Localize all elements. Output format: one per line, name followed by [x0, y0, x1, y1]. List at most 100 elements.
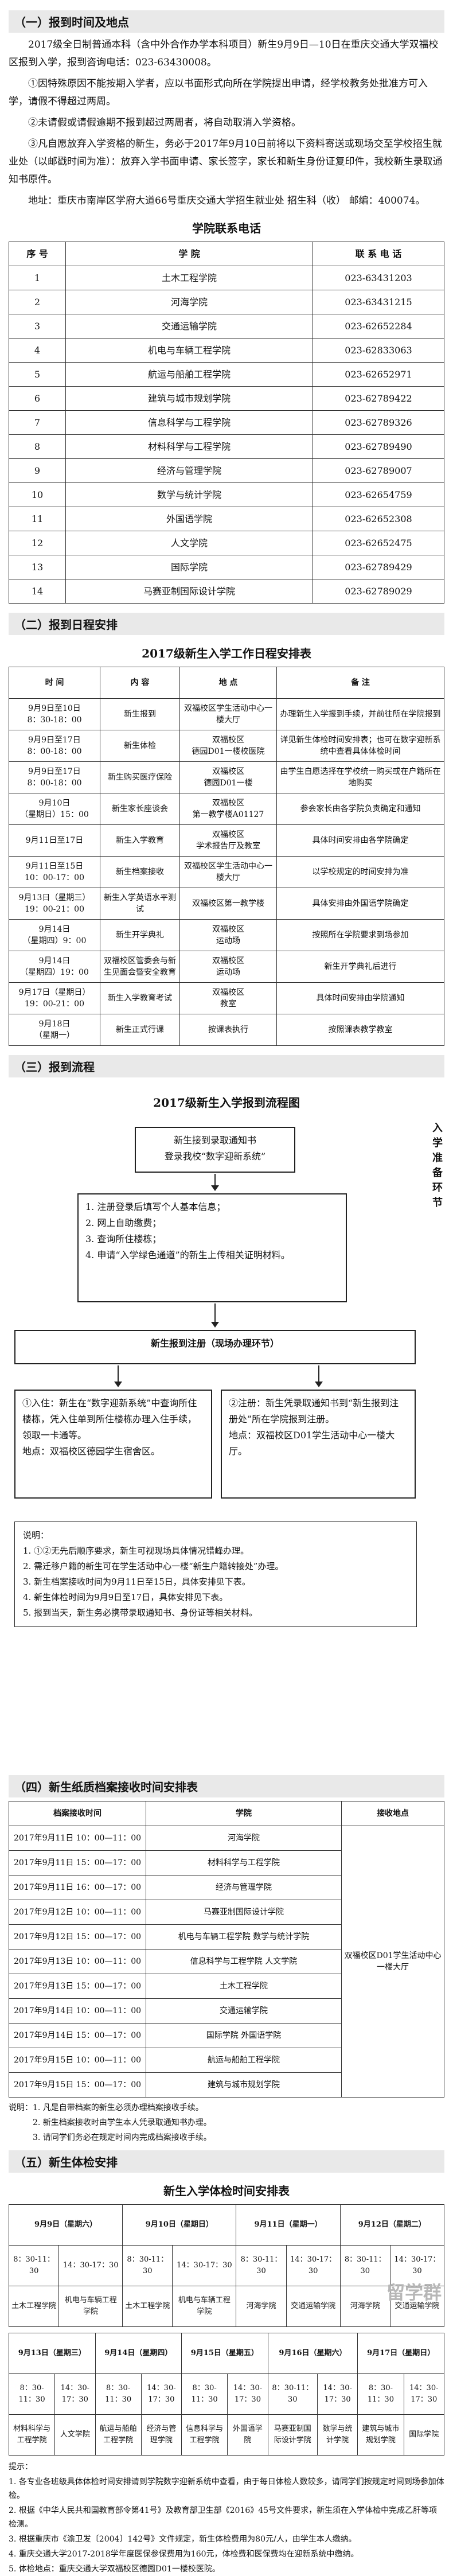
table-cell: 023-62652284	[313, 314, 444, 338]
table-cell: 14	[9, 579, 66, 604]
table-cell: 11	[9, 507, 66, 531]
table-header: 档案接收时间	[9, 1801, 146, 1826]
flow-box-notice: 新生接到录取通知书 登录我校“数字迎新系统”	[135, 1127, 295, 1173]
flowchart: 2017级新生入学报到流程图 新生接到录取通知书 登录我校“数字迎新系统” 1.…	[9, 1081, 444, 1769]
table-cell: 2017年9月13日 10：00—11：00	[9, 1949, 146, 1974]
table-cell: 新生正式行课	[100, 1014, 180, 1046]
exam-cell: 数学与统计学院	[317, 2415, 357, 2456]
section-title-process: （三）报到流程	[9, 1055, 444, 1077]
table-cell: 新生购买医疗保险	[100, 762, 180, 793]
table-header: 接收地点	[342, 1801, 444, 1826]
table-cell: 双福校区 学术报告厅及教室	[180, 825, 277, 857]
exam-time: 14：30-17：30	[141, 2374, 181, 2415]
table-cell: 马赛亚制国际设计学院	[66, 579, 313, 604]
exam-table-1: 9月9日（星期六）9月10日（星期日）9月11日（星期一）9月12日（星期二） …	[9, 2204, 444, 2327]
exam-time: 14：30-17：30	[55, 2374, 95, 2415]
exam-note: 4. 重庆交通大学2017-2018学年度医保参保费用为160元，体检费和医保费…	[9, 2547, 444, 2561]
archive-note: 2. 新生档案接收时由学生本人凭录取通知书办理。	[9, 2116, 444, 2130]
exam-note: 2. 根据《中华人民共和国教育部令第41号》及教育部卫生部《2016》45号文件…	[9, 2504, 444, 2531]
table-cell: 双福校区 第一教学楼A01127	[180, 793, 277, 825]
section-title-archive: （四）新生纸质档案接收时间安排表	[9, 1775, 444, 1797]
table-cell: 双福校区学生活动中心一楼大厅	[180, 857, 277, 888]
table-header: 地 点	[180, 667, 277, 699]
table-header: 联 系 电 话	[313, 242, 444, 266]
exam-cell: 河海学院	[340, 2286, 390, 2327]
flow-arrow	[214, 1174, 216, 1186]
table-cell: 双福校区 德园D01一楼校医院	[180, 730, 277, 762]
table-cell: 经济与管理学院	[146, 1875, 342, 1900]
table-cell: 建筑与城市规划学院	[66, 387, 313, 411]
table-header: 时 间	[9, 667, 100, 699]
table-cell: 新生入学英语水平测试	[100, 888, 180, 920]
table-cell: 2017年9月14日 10：00—11：00	[9, 1999, 146, 2024]
paragraph: 2017级全日制普通本科（含中外合作办学本科项目）新生9月9日—10日在重庆交通…	[9, 36, 444, 72]
table-cell: 023-62652308	[313, 507, 444, 531]
table-cell: 9月13日（星期三） 19：00-21：00	[9, 888, 100, 920]
table-cell: 材料科学与工程学院	[146, 1851, 342, 1875]
table-cell: 双福校区D01学生活动中心一楼大厅	[342, 1826, 444, 2098]
table-cell: 具体安排由外国语学院确定	[277, 888, 444, 920]
table-cell: 023-62789422	[313, 387, 444, 411]
table-cell: 双福校区 运动场	[180, 920, 277, 951]
table-header: 学院	[146, 1801, 342, 1826]
table-cell: 2017年9月15日 15：00—17：00	[9, 2073, 146, 2098]
table-header: 学 院	[66, 242, 313, 266]
table-cell: 9月9日至17日 8：00-18：00	[9, 762, 100, 793]
exam-date: 9月11日（星期一）	[236, 2205, 340, 2246]
table-cell: 023-62789326	[313, 411, 444, 435]
table-cell: 交通运输学院	[146, 1999, 342, 2024]
table-cell: 建筑与城市规划学院	[146, 2073, 342, 2098]
flow-notes: 说明： 1. ①②无先后顺序要求，新生可视现场具体情况错峰办理。 2. 需迁移户…	[14, 1522, 417, 1627]
exam-table-2: 9月13日（星期三）9月14日（星期四）9月15日（星期五）9月16日（星期六）…	[9, 2333, 444, 2456]
table-cell: 双福校区学生活动中心一楼大厅	[180, 699, 277, 730]
flow-arrow	[214, 1303, 216, 1323]
table-cell: 5	[9, 363, 66, 387]
table-cell: 2017年9月12日 15：00—17：00	[9, 1925, 146, 1949]
table-cell: 9月9日至10日 8：30-18：00	[9, 699, 100, 730]
table-cell: 2017年9月13日 15：00—17：00	[9, 1974, 146, 1999]
exam-time: 14：30-17：30	[286, 2246, 340, 2286]
exam-note: 1. 各专业各班级具体体检时间安排请到学院数字迎新系统中查看，由于每日体检人数较…	[9, 2475, 444, 2503]
exam-date: 9月17日（星期日）	[358, 2333, 444, 2374]
paragraph: ②未请假或请假逾期不报到超过两周者，将自动取消入学资格。	[9, 114, 444, 132]
table-cell: 10	[9, 483, 66, 507]
exam-cell: 经济与管理学院	[141, 2415, 181, 2456]
schedule-table-title: 2017级新生入学工作日程安排表	[9, 644, 444, 661]
paragraph: ③凡自愿放弃入学资格的新生，务必于2017年9月10日前将以下资料寄送或现场交至…	[9, 135, 444, 189]
exam-cell: 人文学院	[55, 2415, 95, 2456]
exam-date: 9月14日（星期四）	[95, 2333, 182, 2374]
table-header: 备 注	[277, 667, 444, 699]
table-cell: 9	[9, 459, 66, 483]
flow-notes-title: 说明：	[23, 1528, 408, 1543]
archive-note: 说明：1. 凡是自带档案的新生必须办理档案接收手续。	[9, 2101, 444, 2115]
table-cell: 2017年9月11日 16：00—17：00	[9, 1875, 146, 1900]
exam-table-title: 新生入学体检时间安排表	[9, 2182, 444, 2198]
table-cell: 9月17日（星期日） 19：00-21：00	[9, 983, 100, 1014]
table-cell: 新生档案接收	[100, 857, 180, 888]
flow-arrow	[118, 1365, 119, 1383]
flow-note: 2. 需迁移户籍的新生可在学生活动中心一楼“新生户籍转接处”办理。	[23, 1559, 408, 1574]
flow-box-online-steps: 1. 注册登录后填写个人基本信息； 2. 网上自助缴费； 3. 查询所住楼栋； …	[77, 1193, 347, 1302]
table-cell: 13	[9, 555, 66, 579]
table-cell: 信息科学与工程学院 人文学院	[146, 1949, 342, 1974]
table-cell: 以学校规定的时间安排为准	[277, 857, 444, 888]
table-cell: 详见新生体检时间安排表；也可在数字迎新系统中查看具体体检时间	[277, 730, 444, 762]
table-cell: 023-62654759	[313, 483, 444, 507]
table-cell: 新生入学教育考试	[100, 983, 180, 1014]
table-header: 内 容	[100, 667, 180, 699]
exam-time: 8：30-11：30	[9, 2374, 55, 2415]
table-cell: 9月11日至17日	[9, 825, 100, 857]
exam-notes-title: 提示：	[9, 2460, 444, 2474]
section-title-time-place: （一）报到时间及地点	[9, 10, 444, 33]
exam-time: 8：30-11：30	[340, 2246, 390, 2286]
